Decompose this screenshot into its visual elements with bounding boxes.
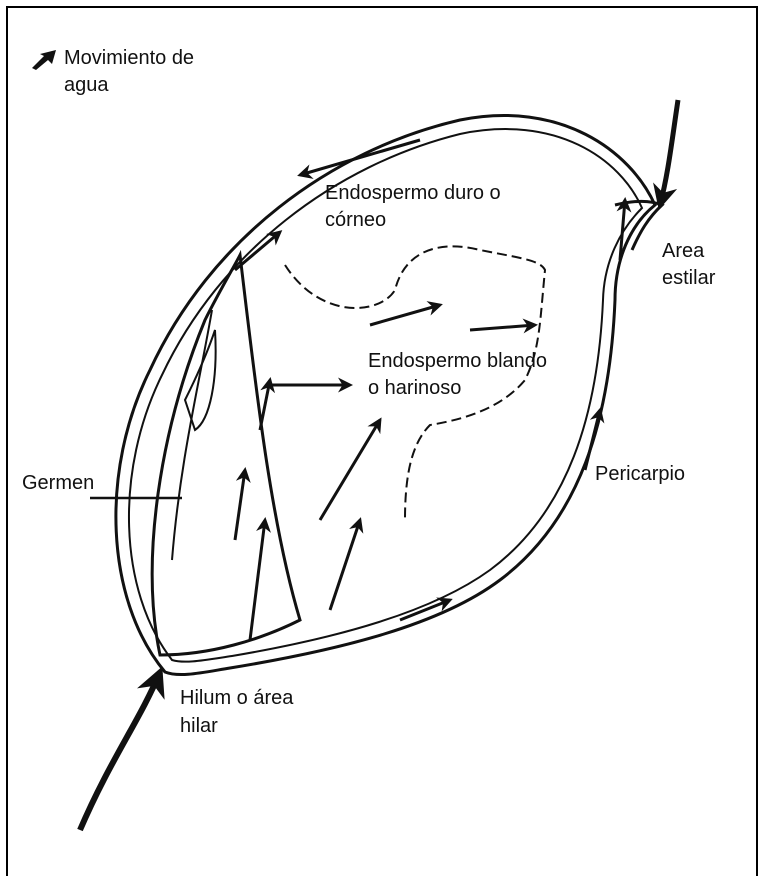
- label-area-estilar-2: estilar: [662, 265, 715, 291]
- label-hilum-1: Hilum o área: [180, 685, 293, 711]
- water-movement-arrow-icon: [30, 48, 60, 70]
- label-endospermo-blando-1: Endospermo blando: [368, 348, 547, 374]
- legend-text-line1: Movimiento de: [64, 45, 194, 71]
- stylar-entry-arrow: [660, 100, 678, 205]
- germ-outline: [152, 255, 300, 655]
- label-hilum-2: hilar: [180, 713, 218, 739]
- label-germen: Germen: [22, 470, 94, 496]
- germ-inner-2: [172, 310, 212, 560]
- label-endospermo-duro-1: Endospermo duro o: [325, 180, 501, 206]
- germ-inner: [185, 330, 216, 430]
- label-area-estilar-1: Area: [662, 238, 704, 264]
- legend-text-line2: agua: [64, 72, 109, 98]
- label-endospermo-blando-2: o harinoso: [368, 375, 461, 401]
- label-endospermo-duro-2: córneo: [325, 207, 386, 233]
- label-pericarpio: Pericarpio: [595, 461, 685, 487]
- hilum-entry-arrow: [80, 672, 160, 830]
